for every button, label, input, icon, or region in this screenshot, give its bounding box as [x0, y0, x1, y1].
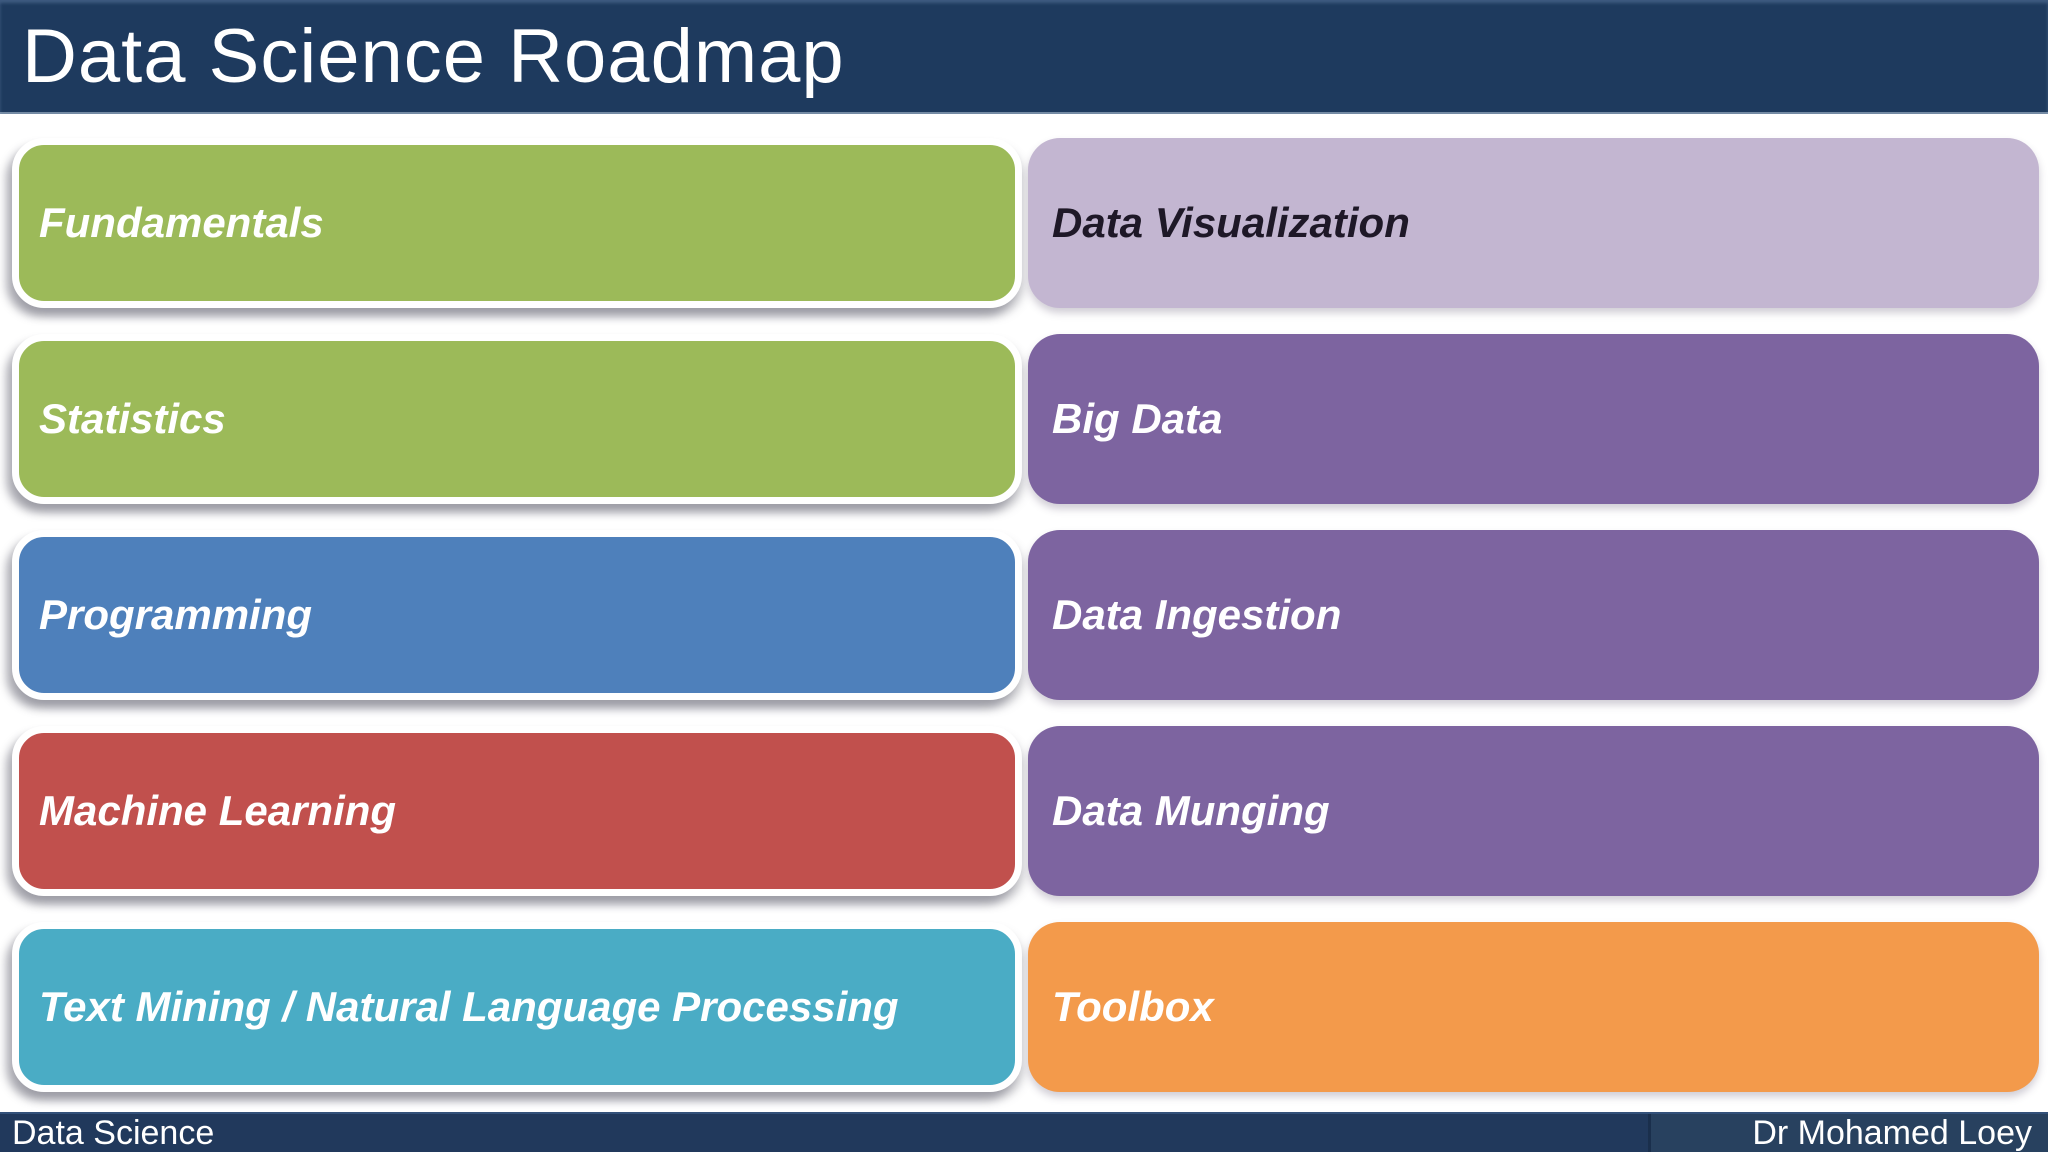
roadmap-box-machine-learning: Machine Learning [12, 726, 1022, 896]
right-column: Data Visualization Big Data Data Ingesti… [1028, 138, 2039, 1112]
box-label: Machine Learning [39, 787, 397, 834]
box-label: Fundamentals [39, 199, 324, 246]
box-label: Statistics [39, 395, 226, 442]
footer-bar: Data Science Dr Mohamed Loey [0, 1112, 2048, 1152]
slide-title: Data Science Roadmap [22, 14, 845, 99]
roadmap-box-data-ingestion: Data Ingestion [1028, 530, 2039, 700]
left-column: Fundamentals Statistics Programming Mach… [12, 138, 1022, 1112]
box-label: Data Ingestion [1052, 591, 1342, 638]
title-bar: Data Science Roadmap [0, 0, 2048, 114]
box-label: Data Visualization [1052, 199, 1410, 246]
roadmap-box-big-data: Big Data [1028, 334, 2039, 504]
footer-course-title: Data Science [12, 1113, 215, 1152]
box-label: Big Data [1052, 395, 1223, 442]
roadmap-box-fundamentals: Fundamentals [12, 138, 1022, 308]
roadmap-box-text-mining-nlp: Text Mining / Natural Language Processin… [12, 922, 1022, 1092]
footer-author-panel: Dr Mohamed Loey [1648, 1114, 2048, 1152]
footer-author: Dr Mohamed Loey [1752, 1113, 2032, 1152]
roadmap-box-data-munging: Data Munging [1028, 726, 2039, 896]
roadmap-box-toolbox: Toolbox [1028, 922, 2039, 1092]
box-label: Data Munging [1052, 787, 1330, 834]
roadmap-box-programming: Programming [12, 530, 1022, 700]
roadmap-box-statistics: Statistics [12, 334, 1022, 504]
roadmap-grid: Fundamentals Statistics Programming Mach… [0, 114, 2048, 1112]
roadmap-box-data-visualization: Data Visualization [1028, 138, 2039, 308]
box-label: Programming [39, 591, 313, 638]
box-label: Text Mining / Natural Language Processin… [39, 983, 899, 1030]
box-label: Toolbox [1052, 983, 1214, 1030]
